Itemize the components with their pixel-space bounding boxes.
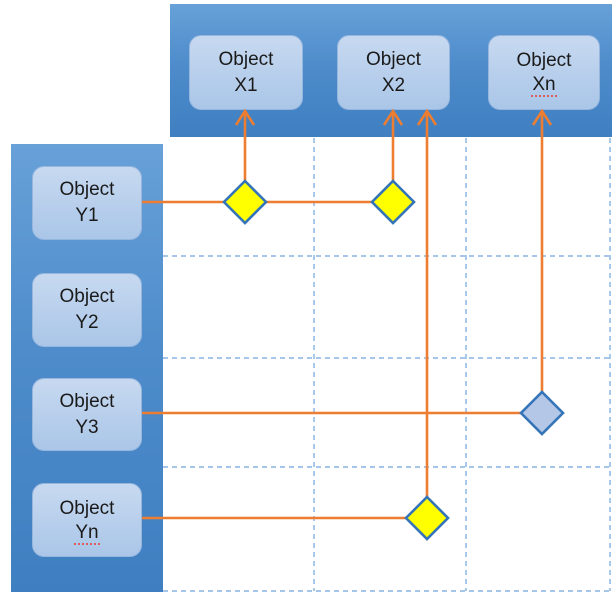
node-object-y3-line2: Y3 bbox=[75, 416, 99, 438]
arrowhead-to-x2-from-yn-icon bbox=[416, 108, 438, 126]
relationship-diamond-y1-x1[interactable] bbox=[222, 179, 268, 225]
node-object-yn-line2: Yn bbox=[74, 521, 100, 545]
arrowhead-to-xn-icon bbox=[531, 108, 553, 126]
node-object-xn-line1: Object bbox=[516, 50, 572, 71]
arrowhead-to-x1-icon bbox=[234, 108, 256, 126]
node-object-x1-line1: Object bbox=[218, 48, 274, 70]
node-object-y1-line1: Object bbox=[59, 179, 115, 200]
node-object-x2-line2: X2 bbox=[381, 74, 406, 96]
node-object-y2[interactable]: Object Y2 bbox=[32, 273, 142, 347]
node-object-xn[interactable]: Object Xn bbox=[488, 35, 600, 110]
node-object-x1[interactable]: Object X1 bbox=[189, 35, 303, 110]
node-object-y2-line2: Y2 bbox=[75, 312, 99, 333]
arrowhead-to-x2-icon bbox=[382, 108, 404, 126]
relationship-diamond-yn-x2[interactable] bbox=[404, 495, 450, 541]
node-object-y1[interactable]: Object Y1 bbox=[32, 166, 142, 240]
node-object-x1-line2: X1 bbox=[234, 74, 258, 96]
node-object-xn-line2: Xn bbox=[531, 74, 557, 97]
node-object-yn[interactable]: Object Yn bbox=[32, 483, 142, 557]
relationship-diamond-y3-xn[interactable] bbox=[519, 390, 565, 436]
relationship-diamond-y1-x2[interactable] bbox=[370, 179, 416, 225]
node-object-y3[interactable]: Object Y3 bbox=[32, 378, 142, 451]
node-object-y3-line1: Object bbox=[59, 390, 115, 412]
node-object-yn-line1: Object bbox=[59, 497, 115, 519]
node-object-y2-line1: Object bbox=[59, 286, 115, 307]
node-object-x2-line1: Object bbox=[366, 48, 421, 70]
node-object-y1-line2: Y1 bbox=[75, 205, 99, 226]
